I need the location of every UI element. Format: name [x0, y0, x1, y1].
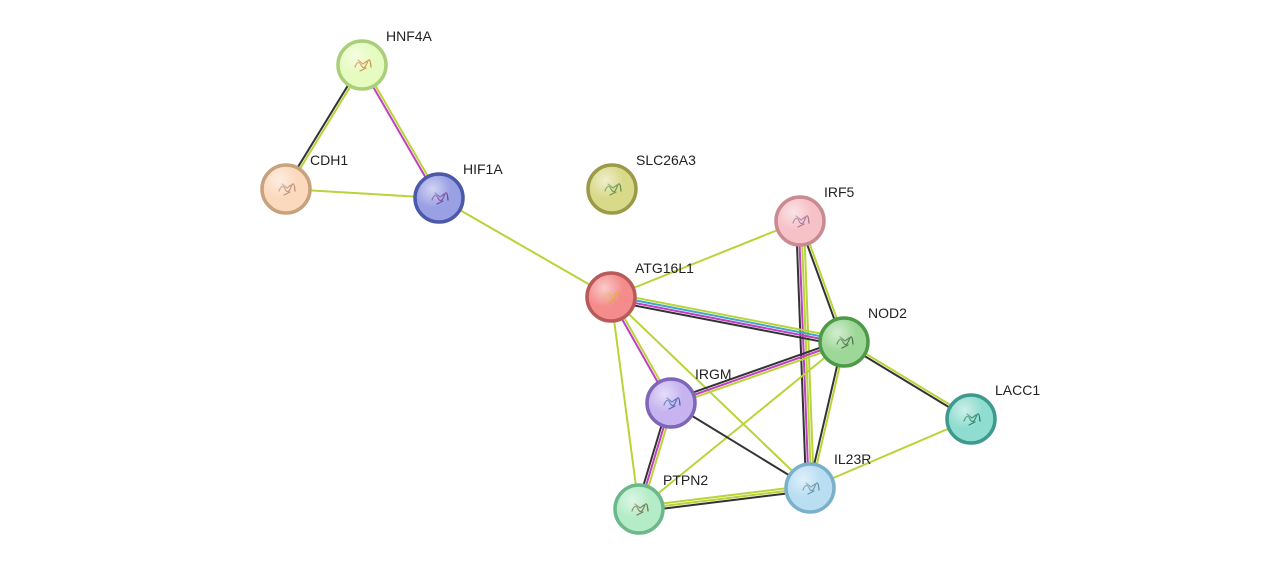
edge-atg16l1-ptpn2	[610, 296, 640, 510]
edge-atg16l1-nod2	[609, 292, 846, 347]
node-irgm[interactable]: IRGM	[645, 366, 732, 429]
edge-evidence-line	[438, 197, 612, 298]
node-irf5[interactable]: IRF5	[774, 184, 855, 247]
edge-irgm-il23r	[670, 402, 811, 489]
edge-irf5-atg16l1	[610, 220, 801, 298]
edge-evidence-line	[638, 487, 811, 510]
edge-nod2-irgm	[669, 338, 846, 407]
edge-evidence-line	[809, 418, 972, 489]
node-highlight	[949, 397, 993, 441]
node-label-cdh1: CDH1	[310, 152, 348, 168]
edge-evidence-line	[610, 294, 846, 342]
node-highlight	[340, 43, 384, 87]
node-highlight	[788, 466, 832, 510]
node-label-hnf4a: HNF4A	[386, 28, 433, 44]
edge-layer	[283, 63, 973, 513]
node-atg16l1[interactable]: ATG16L1	[585, 260, 694, 323]
edge-evidence-line	[609, 297, 845, 345]
node-highlight	[822, 320, 866, 364]
edge-evidence-line	[609, 299, 845, 347]
node-hnf4a[interactable]: HNF4A	[336, 28, 433, 91]
edge-evidence-line	[797, 220, 810, 490]
edge-evidence-line	[638, 341, 845, 510]
node-label-il23r: IL23R	[834, 451, 871, 467]
node-ptpn2[interactable]: PTPN2	[613, 472, 708, 535]
node-highlight	[417, 176, 461, 220]
node-label-nod2: NOD2	[868, 305, 907, 321]
edge-lacc1-il23r	[809, 418, 972, 489]
edge-evidence-line	[610, 296, 640, 510]
node-lacc1[interactable]: LACC1	[945, 382, 1040, 445]
node-cdh1[interactable]: CDH1	[260, 152, 348, 215]
edge-ptpn2-il23r	[637, 484, 812, 513]
node-slc26a3[interactable]: SLC26A3	[586, 152, 696, 215]
node-label-lacc1: LACC1	[995, 382, 1040, 398]
edge-hif1a-atg16l1	[438, 197, 612, 298]
node-il23r[interactable]: IL23R	[784, 451, 871, 514]
edge-evidence-line	[637, 484, 811, 508]
edge-evidence-line	[670, 343, 846, 407]
node-highlight	[264, 167, 308, 211]
node-highlight	[589, 275, 633, 319]
edge-evidence-line	[638, 489, 812, 513]
node-label-irf5: IRF5	[824, 184, 855, 200]
node-highlight	[649, 381, 693, 425]
node-highlight	[778, 199, 822, 243]
edge-evidence-line	[610, 220, 801, 298]
edge-evidence-line	[670, 402, 811, 489]
edge-evidence-line	[610, 292, 846, 340]
node-highlight	[617, 487, 661, 531]
node-label-atg16l1: ATG16L1	[635, 260, 694, 276]
node-highlight	[590, 167, 634, 211]
node-label-slc26a3: SLC26A3	[636, 152, 696, 168]
node-hif1a[interactable]: HIF1A	[413, 161, 503, 224]
node-label-ptpn2: PTPN2	[663, 472, 708, 488]
node-label-hif1a: HIF1A	[463, 161, 503, 177]
edge-evidence-line	[670, 341, 845, 404]
edge-nod2-ptpn2	[638, 341, 845, 510]
node-label-irgm: IRGM	[695, 366, 732, 382]
node-nod2[interactable]: NOD2	[818, 305, 907, 368]
edge-evidence-line	[669, 338, 845, 402]
